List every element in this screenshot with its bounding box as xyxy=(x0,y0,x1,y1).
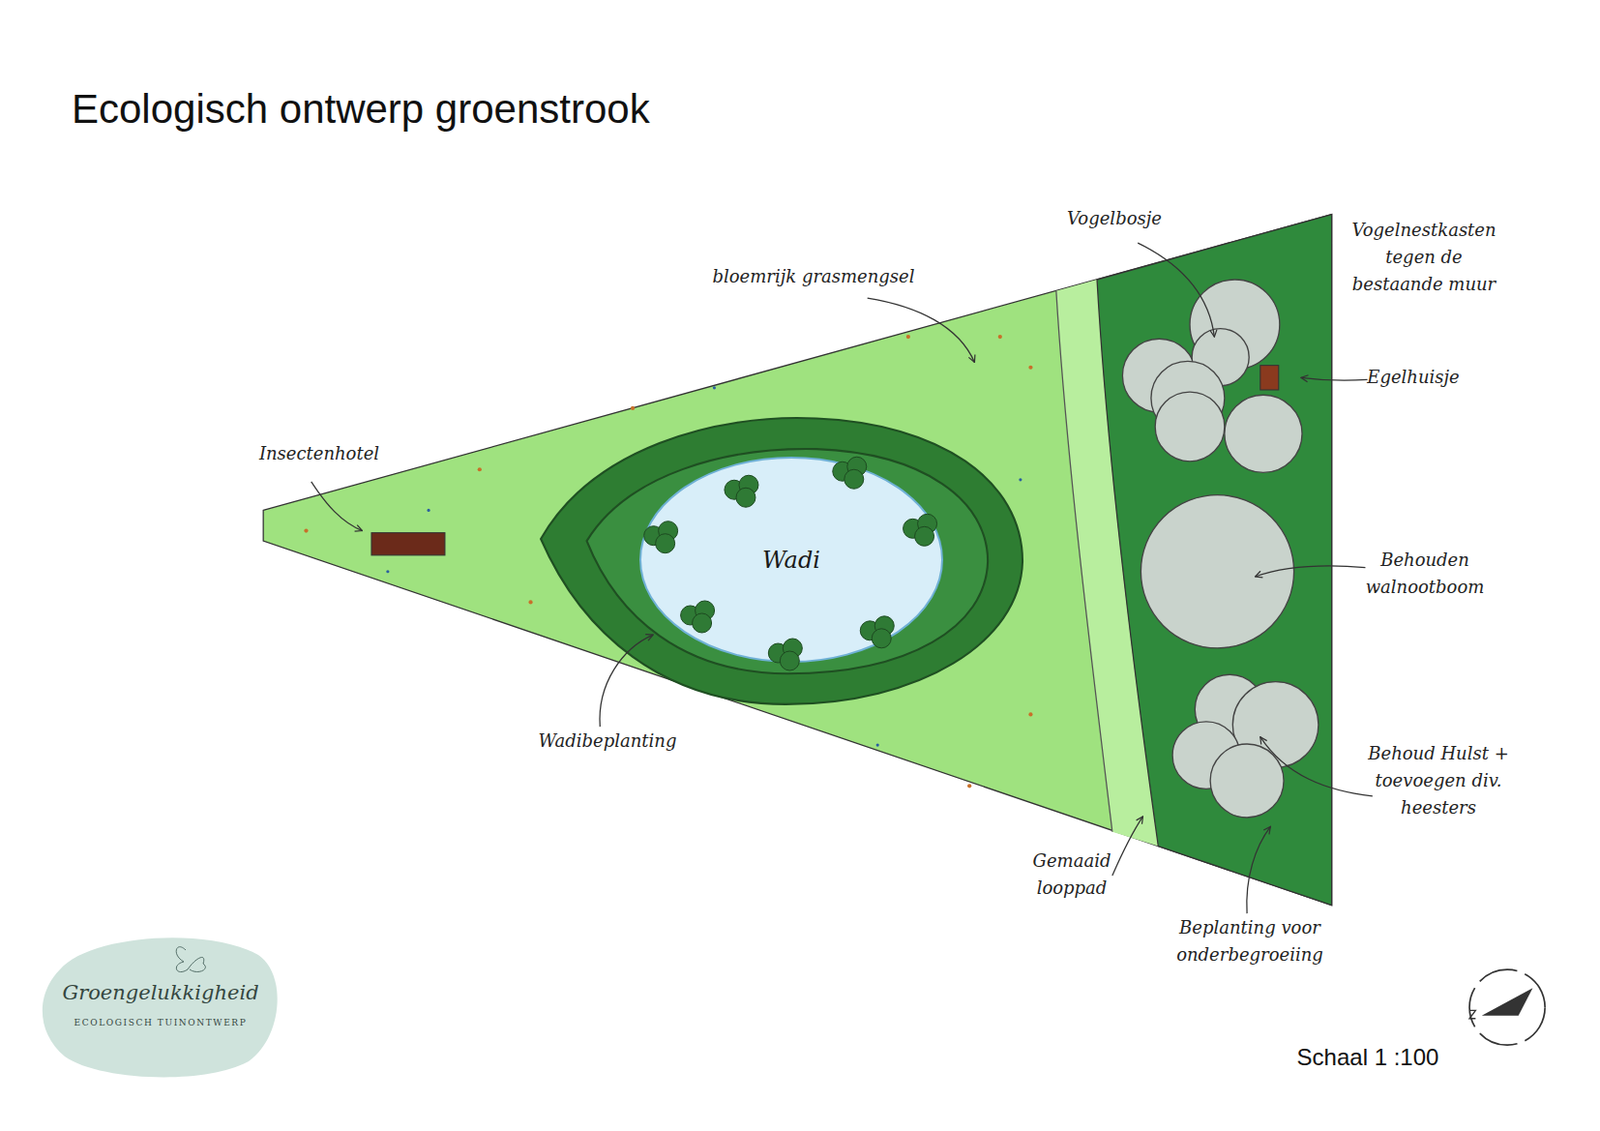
wadi-planting xyxy=(540,417,1023,705)
callout-label: Wadibeplanting xyxy=(515,727,700,755)
callout-label: Behouden walnootboom xyxy=(1352,546,1498,601)
callout-label: Vogelnestkasten tegen de bestaande muur xyxy=(1351,216,1497,298)
callout-label: Behoud Hulst + toevoegen div. heesters xyxy=(1361,740,1516,822)
callout-label: Gemaaid looppad xyxy=(1023,847,1121,902)
callout-label: bloemrijk grasmengsel xyxy=(687,263,940,291)
shrub-band xyxy=(1096,214,1333,906)
blob-outline xyxy=(40,930,281,1077)
callout-label: Vogelbosje xyxy=(1037,205,1192,233)
scale-note: Schaal 1 :100 xyxy=(1271,1038,1465,1075)
logo-badge: GroengelukkigheidECOLOGISCH TUINONTWERP xyxy=(40,930,281,1077)
wadi-pond: Wadi xyxy=(640,457,943,662)
callout-label: Beplanting voor onderbegroeiing xyxy=(1167,914,1333,969)
north-arrow xyxy=(1469,969,1545,1045)
area-name: Wadi xyxy=(762,546,821,574)
leader-lines xyxy=(311,242,1373,914)
callout-label: Egelhuisje xyxy=(1345,363,1482,391)
meadow-area xyxy=(263,214,1332,906)
wadi-shrubs xyxy=(644,456,938,671)
insect-hotel xyxy=(371,533,445,556)
tree-canopies xyxy=(1122,279,1319,818)
plan-title: Ecologisch ontwerp groenstrook xyxy=(71,85,651,134)
brand-name: Groengelukkigheid xyxy=(61,980,259,1005)
brand-tagline: ECOLOGISCH TUINONTWERP xyxy=(74,1017,248,1028)
hedgehog-house xyxy=(1260,365,1279,390)
callout-label: Insectenhotel xyxy=(237,440,402,468)
